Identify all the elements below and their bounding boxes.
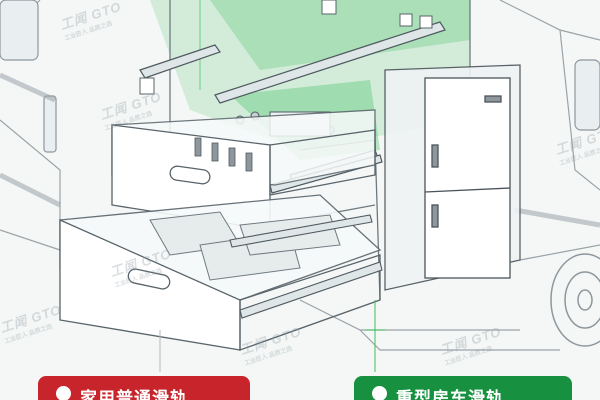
- heavy-rail-label-text: 重型房车滑轨: [396, 389, 504, 400]
- bullet-dot-icon: [56, 386, 71, 400]
- callout-line: [159, 300, 385, 372]
- standard-slide-rail: [229, 214, 383, 319]
- rv-window: [0, 0, 600, 153]
- standard-rail-label-text: 家用普通滑轨: [80, 389, 188, 400]
- refrigerator: [384, 64, 521, 291]
- drawer-contents: [149, 211, 341, 281]
- screw-hardware-set: [194, 137, 253, 172]
- bullet-dot-icon: [372, 386, 387, 400]
- standard-rail-label: 家用普通滑轨: [38, 376, 250, 400]
- rv-body-stripe: [0, 72, 600, 228]
- rv-wheel: [550, 253, 600, 347]
- rail-bracket: [139, 0, 433, 95]
- heavy-rail-label: 重型房车滑轨: [354, 376, 572, 400]
- rv-body-outline: [0, 0, 600, 351]
